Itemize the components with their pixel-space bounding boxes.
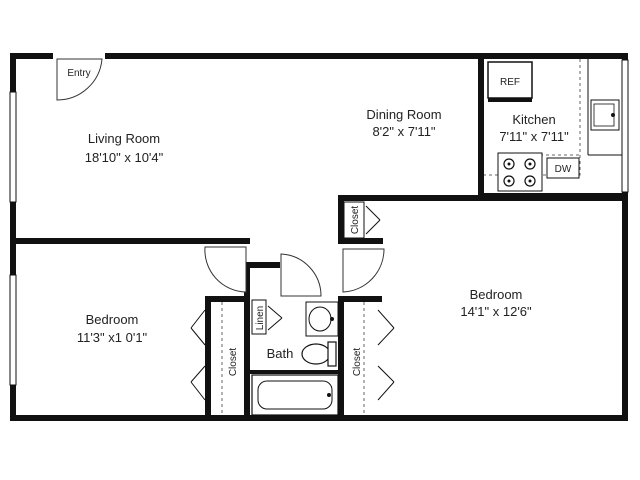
dining-room-dims: 8'2" x 7'11" [372, 124, 435, 139]
closet-top-label: Closet [350, 206, 361, 235]
toilet [301, 343, 331, 365]
kitchen-name: Kitchen [512, 112, 555, 127]
kitchen-dims: 7'11" x 7'11" [499, 129, 569, 144]
room-labels: Entry Living Room 18'10" x 10'4" Dining … [67, 68, 569, 345]
interior-walls [10, 59, 628, 421]
closets: Closet Closet Closet Linen [190, 201, 395, 415]
bath-fixtures: Bath [251, 301, 339, 416]
ref-label: REF [500, 77, 520, 88]
dining-room-name: Dining Room [366, 107, 441, 122]
entry-label: Entry [67, 68, 90, 79]
right-bedroom-door [342, 248, 385, 293]
living-room-dims: 18'10" x 10'4" [85, 150, 164, 165]
closet-left-label: Closet [228, 348, 239, 377]
dishwasher [546, 157, 580, 179]
bedroom-left-dims: 11'3" x1 0'1" [77, 330, 148, 345]
refrigerator [487, 61, 533, 99]
living-room-name: Living Room [88, 131, 160, 146]
exterior-walls [9, 53, 629, 421]
kitchen-fixtures: REF DW [484, 59, 622, 192]
left-bedroom-door [204, 246, 247, 293]
doors [56, 58, 385, 297]
bedroom-left-name: Bedroom [86, 312, 139, 327]
linen-label: Linen [255, 306, 266, 330]
bedroom-right-dims: 14'1" x 12'6" [460, 304, 532, 319]
closet-right-label: Closet [352, 348, 363, 377]
range [497, 152, 543, 192]
bath-door [280, 253, 322, 297]
entry-door [56, 58, 103, 101]
bedroom-right-name: Bedroom [470, 287, 523, 302]
bath-label: Bath [267, 346, 294, 361]
dw-label: DW [555, 164, 572, 175]
